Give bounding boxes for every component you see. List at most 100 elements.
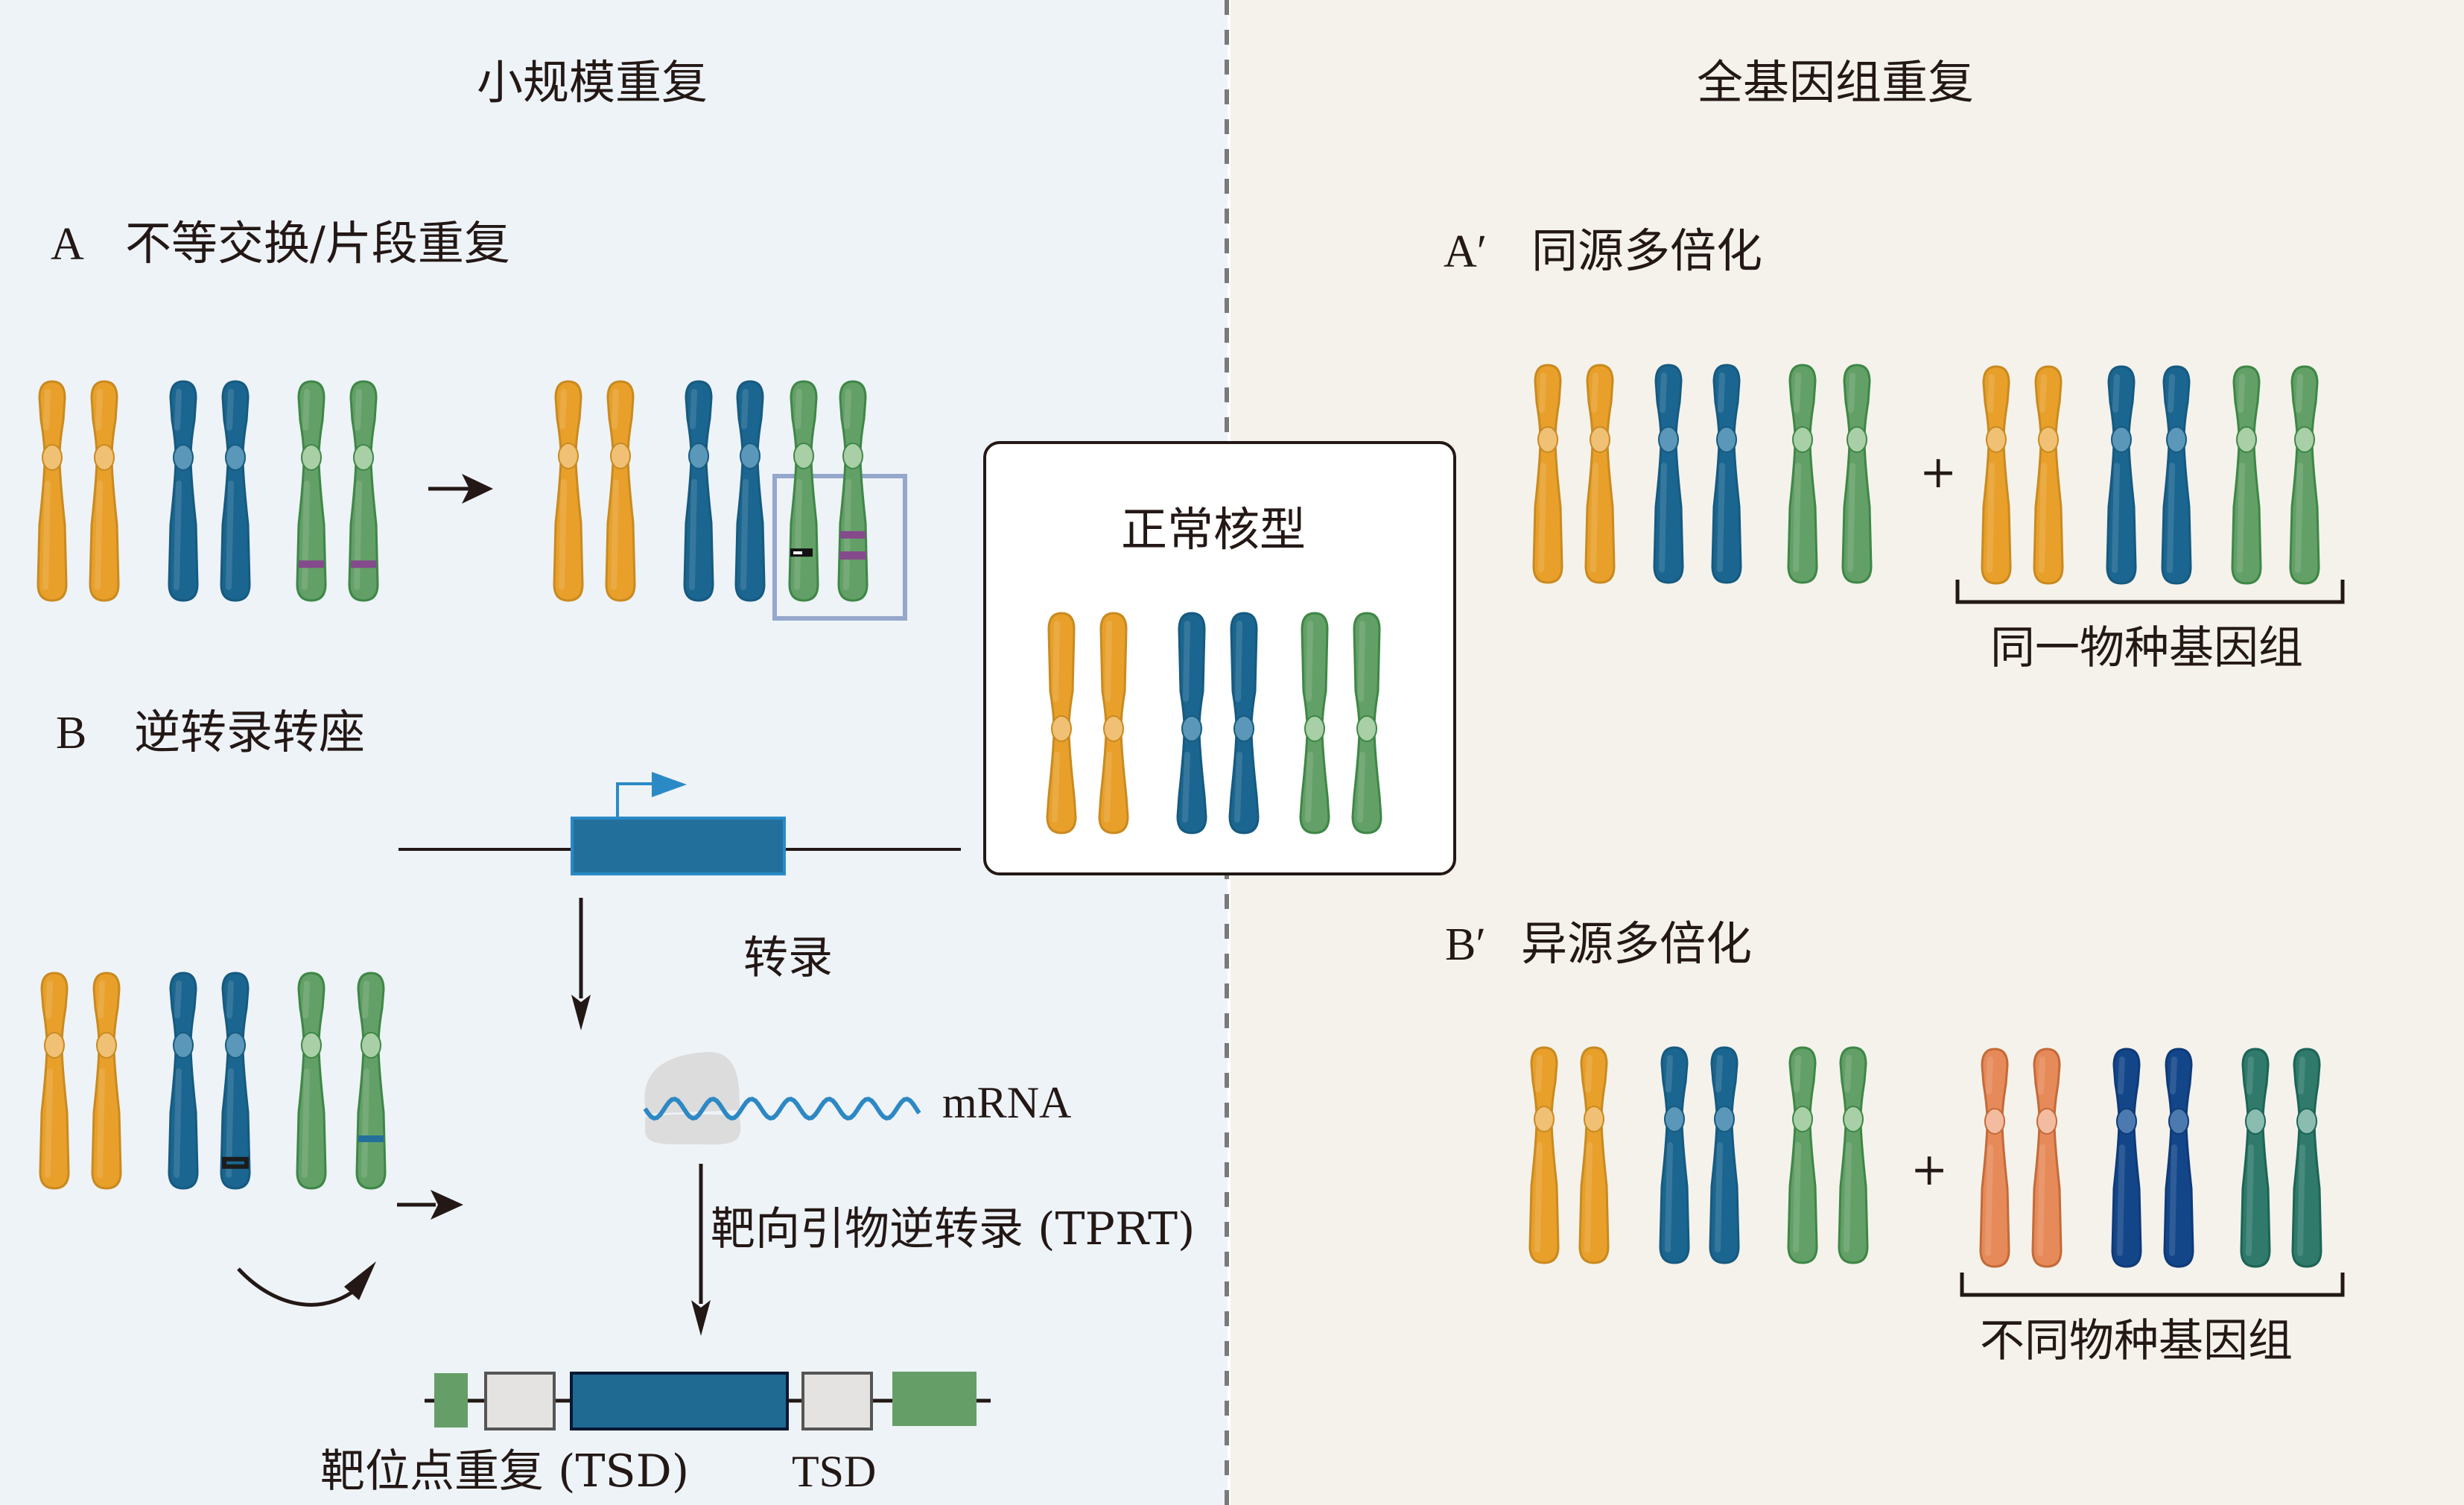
centromere [44, 1032, 65, 1059]
centromere [1537, 426, 1558, 453]
chromosome-green [788, 380, 819, 602]
chromosome-orange [605, 380, 636, 602]
chromosome-green [1841, 364, 1873, 584]
tsd-right-label: TSD [792, 1447, 877, 1496]
chromosome-orange [1046, 612, 1077, 834]
centromere [225, 1032, 246, 1059]
chromosome-orange [1578, 1046, 1610, 1264]
panel-b-heading: B 逆转录转座 [56, 708, 365, 758]
mrna-strand [643, 1096, 921, 1121]
chromosome-blue [220, 380, 251, 602]
centromere [96, 1032, 117, 1059]
centromere [688, 443, 709, 469]
panel-b-karyotype [39, 972, 387, 1190]
centromere [610, 443, 631, 469]
same-species-genome-label: 同一物种基因组 [1990, 622, 2303, 674]
chromosome-orange [1532, 364, 1563, 584]
centromere [1792, 1106, 1813, 1132]
centromere [301, 444, 322, 471]
panel-a-after-karyotype [553, 380, 869, 602]
centromere [1590, 426, 1610, 453]
centromere [2038, 426, 2059, 453]
chromosome-green [1787, 364, 1818, 584]
panel-a-prime-first-karyotype [1532, 364, 1873, 584]
chromosome-green [348, 380, 379, 602]
normal-karyotype-title: 正常核型 [1121, 502, 1306, 557]
chromosome-navy [2163, 1048, 2194, 1268]
chromosome-blue [683, 380, 714, 602]
normal-karyotype [1046, 612, 1382, 834]
duplicated-segment [839, 551, 866, 560]
centromere [1792, 426, 1813, 453]
chromosome-orange [2033, 365, 2064, 585]
panel-b-prime-plus: + [1911, 1144, 1949, 1196]
panel-b-letter: B [56, 708, 87, 758]
retrocopy-insertion [425, 1372, 991, 1430]
chromosome-teal [2291, 1048, 2322, 1268]
chromosome-green [355, 972, 387, 1190]
chromosome-orange [91, 972, 122, 1190]
centromere [558, 443, 579, 469]
chromosome-navy [2111, 1048, 2142, 1268]
centromere [2116, 1108, 2137, 1135]
different-species-genome-label: 不同物种基因组 [1980, 1315, 2293, 1367]
duplicated-segment [351, 560, 376, 568]
centromere [2245, 1108, 2266, 1135]
chromosome-green [296, 972, 327, 1190]
tprt-label: 靶向引物逆转录 (TPRT) [711, 1203, 1196, 1255]
chromosome-blue [168, 972, 199, 1190]
centromere [1103, 715, 1124, 742]
chromosome-green [837, 380, 869, 602]
panel-b-prime-heading: B′ 异源多倍化 [1445, 919, 1752, 970]
chromosome-salmon [1979, 1048, 2010, 1268]
panel-a-before-karyotype [36, 380, 379, 602]
chromosome-blue [1659, 1046, 1690, 1264]
panel-b-prime-title: 异源多倍化 [1521, 916, 1753, 971]
tsd-box-left [484, 1372, 556, 1430]
duplicated-segment [840, 530, 866, 539]
flank-right [892, 1372, 977, 1426]
chromosome-orange [1098, 612, 1129, 834]
small-scale-duplication-title: 小规模重复 [477, 55, 708, 110]
centromere [173, 1032, 194, 1059]
centromere [301, 1032, 322, 1059]
centromere [353, 444, 374, 471]
chromosome-blue [220, 972, 251, 1190]
centromere [361, 1032, 381, 1059]
centromere [2036, 1108, 2057, 1135]
panel-a-arrow-icon [428, 474, 493, 504]
chromosome-blue [1653, 364, 1684, 584]
chromosome-green [2289, 365, 2320, 585]
centromere [1233, 715, 1254, 742]
centromere [1716, 426, 1737, 453]
chromosome-green [1351, 612, 1382, 834]
centromere [842, 443, 863, 469]
centromere [2168, 1108, 2189, 1135]
chromosome-green [2231, 365, 2262, 585]
chromosome-green [1299, 612, 1330, 834]
panel-b-prime-letter: B′ [1445, 919, 1486, 970]
panel-a-prime-plus: + [1920, 446, 1957, 498]
centromere [1658, 426, 1679, 453]
panel-b-title: 逆转录转座 [134, 705, 366, 759]
chromosome-blue [734, 380, 766, 602]
chromosome-blue [168, 380, 199, 602]
duplication-highlight-box [772, 474, 907, 621]
centromere [173, 444, 194, 471]
ribosome-icon [644, 1051, 741, 1145]
centromere [2166, 426, 2187, 453]
tprt-arrow-icon [691, 1164, 711, 1336]
centromere [1304, 715, 1325, 742]
promoter-arrow-icon [616, 772, 687, 818]
flank-left [434, 1373, 468, 1428]
centromere [1986, 426, 2007, 453]
chromosome-orange [36, 380, 68, 602]
chromosome-orange [1528, 1046, 1560, 1264]
panel-a-letter: A [51, 219, 84, 270]
transposition-curved-arrow-icon [237, 1261, 376, 1307]
chromosome-blue [1709, 1046, 1740, 1264]
inserted-retrocopy [358, 1135, 384, 1142]
chromosome-blue [1228, 612, 1260, 834]
panel-b-prime-first-karyotype [1528, 1046, 1869, 1264]
